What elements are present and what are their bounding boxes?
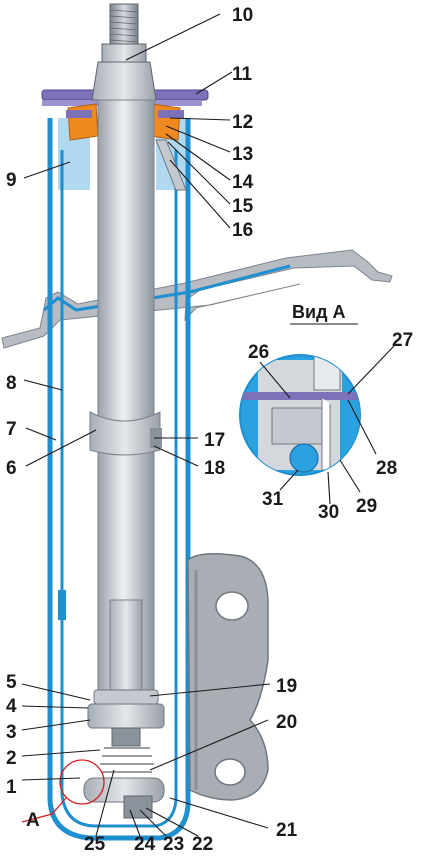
callout-30: 30 bbox=[318, 502, 339, 523]
callout-10: 10 bbox=[232, 5, 253, 26]
callout-7: 7 bbox=[6, 419, 17, 440]
spring-seat bbox=[1, 249, 393, 349]
callout-5: 5 bbox=[6, 672, 17, 693]
callout-17: 17 bbox=[204, 430, 225, 451]
callout-12: 12 bbox=[232, 112, 253, 133]
callout-21: 21 bbox=[276, 820, 298, 841]
callout-1: 1 bbox=[6, 777, 17, 798]
callout-2: 2 bbox=[6, 748, 17, 769]
callout-4: 4 bbox=[6, 696, 17, 717]
inset-title: Вид А bbox=[292, 302, 346, 322]
callout-31: 31 bbox=[262, 489, 284, 510]
callout-27: 27 bbox=[392, 330, 413, 351]
piston-rod-thread bbox=[91, 3, 157, 101]
callout-6: 6 bbox=[6, 458, 17, 479]
leader-lines bbox=[21, 13, 395, 837]
callout-26: 26 bbox=[248, 342, 269, 363]
callout-29: 29 bbox=[356, 496, 377, 517]
callout-9: 9 bbox=[6, 170, 17, 191]
callout-16: 16 bbox=[232, 220, 253, 241]
inset-view-a: Вид А bbox=[239, 302, 361, 476]
callout-19: 19 bbox=[276, 676, 297, 697]
piston-rod bbox=[89, 99, 161, 701]
callout-11: 11 bbox=[232, 64, 253, 85]
callout-13: 13 bbox=[232, 144, 253, 165]
callout-18: 18 bbox=[204, 458, 225, 479]
callout-labels: 1 2 3 4 5 6 7 8 9 10 11 12 13 14 15 16 1… bbox=[6, 5, 413, 855]
callout-20: 20 bbox=[276, 712, 297, 733]
callout-28: 28 bbox=[376, 458, 397, 479]
callout-8: 8 bbox=[6, 373, 17, 394]
callout-22: 22 bbox=[192, 834, 213, 855]
piston-assembly bbox=[83, 689, 165, 819]
callout-24: 24 bbox=[134, 834, 156, 855]
callout-15: 15 bbox=[232, 196, 254, 217]
mounting-bracket bbox=[187, 553, 269, 801]
callout-23: 23 bbox=[163, 834, 184, 855]
detail-marker-label: А bbox=[26, 810, 40, 831]
callout-25: 25 bbox=[84, 834, 106, 855]
callout-14: 14 bbox=[232, 172, 254, 193]
detail-marker-a: А bbox=[21, 759, 105, 831]
callout-3: 3 bbox=[6, 722, 17, 743]
